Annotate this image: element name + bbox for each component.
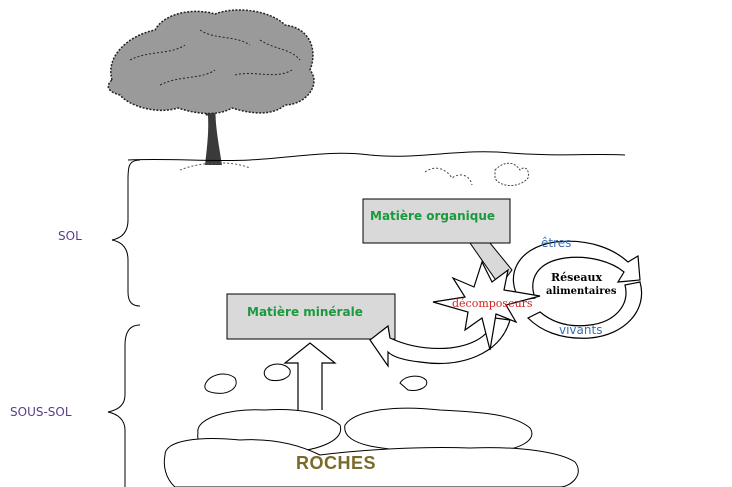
food-web-loop-lower — [526, 281, 643, 339]
sous-sol-label: SOUS-SOL — [10, 405, 72, 419]
matiere-organique-box — [362, 198, 511, 244]
return-arrow — [369, 317, 511, 368]
decomposeurs-label: décomposeurs — [452, 297, 533, 310]
sous-sol-brace — [107, 324, 141, 487]
matiere-minerale-label: Matière minérale — [247, 305, 363, 319]
tree-icon — [107, 9, 315, 171]
matiere-organique-label: Matière organique — [370, 209, 496, 223]
decomposeurs-starburst — [432, 260, 541, 351]
etres-label: êtres — [541, 236, 572, 250]
matiere-minerale-box — [226, 293, 396, 340]
roches-label: ROCHES — [296, 453, 377, 473]
grass-tufts — [424, 162, 529, 186]
sol-label: SOL — [58, 229, 82, 243]
reseaux-label: Réseaux — [551, 271, 603, 284]
sol-brace — [111, 159, 141, 307]
up-arrow — [283, 342, 337, 410]
rocks — [163, 363, 579, 487]
alimentaires-label: alimentaires — [546, 286, 617, 297]
food-web-loop — [512, 240, 641, 301]
vivants-label: vivants — [559, 323, 603, 337]
ground-line — [127, 151, 626, 162]
